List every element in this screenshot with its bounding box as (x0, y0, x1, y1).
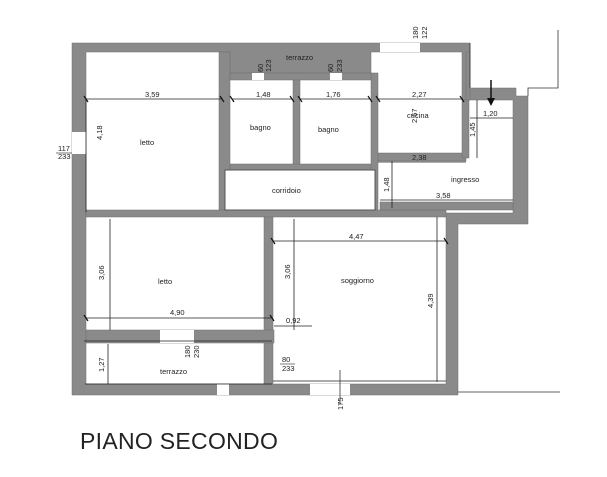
dim-bottom-win2-b: 233 (282, 364, 295, 373)
dim-bagno1-w: 1,48 (256, 90, 271, 99)
wall-top-terrace-bottom (229, 72, 373, 81)
dim-ingresso-w1: 2,38 (412, 153, 427, 162)
wall-corridor-bottom (85, 209, 447, 218)
dim-gap-w: 0,92 (286, 316, 301, 325)
room-label-bagno-1: bagno (250, 123, 271, 132)
room-label-letto-1: letto (140, 138, 154, 147)
dim-entry-w: 1,20 (483, 109, 498, 118)
dim-soggiorno-h: 3,06 (283, 264, 292, 279)
dim-top-win3-a: 180 (411, 26, 420, 39)
exterior-line-right (527, 30, 559, 96)
wall-bagno-bottom (229, 163, 374, 171)
dim-terrazzo-h: 1,27 (97, 357, 106, 372)
room-label-terrazzo-bottom: terrazzo (160, 367, 187, 376)
window-cucina-top (380, 43, 420, 52)
wall-cucina-right (461, 99, 470, 159)
dim-side-window-a: 117 (58, 144, 70, 153)
dim-side-window-b: 233 (58, 152, 71, 161)
wall-ingresso-bottom (379, 201, 514, 211)
room-label-cucina: cucina (407, 111, 430, 120)
door-terrazzo (160, 330, 194, 343)
dim-bottom-win1-a: 180 (183, 345, 192, 358)
corridor-outline (224, 169, 376, 211)
dim-top-win2-b: 233 (335, 59, 344, 72)
room-label-bagno-2: bagno (318, 125, 339, 134)
dim-bottom-win1-b: 230 (192, 345, 201, 358)
dim-top-win1-b: 123 (264, 59, 273, 72)
wall-soggiorno-left-lower (263, 342, 274, 385)
dim-soggiorno-w: 4,47 (349, 232, 364, 241)
wall-letto2-right (263, 216, 274, 333)
wall-bagno-divider (292, 79, 301, 169)
window-bottom-left (217, 384, 229, 395)
window-bottom-mid (310, 384, 350, 395)
dim-cucina-w: 2,27 (412, 90, 427, 99)
dim-bagno2-w: 1,76 (326, 90, 341, 99)
entry-arrow-head (487, 98, 495, 106)
dim-top-win2-a: 60 (326, 64, 335, 72)
dim-ingresso-w2: 3,58 (436, 191, 451, 200)
dim-bottom-win3: 175 (336, 397, 345, 410)
dim-top-win3-b: 122 (420, 26, 429, 39)
dim-letto2-h: 3,06 (97, 265, 106, 280)
wall-top-right-block (465, 51, 471, 101)
window-bagno1-top (252, 73, 264, 80)
dim-bottom-win2-a: 80 (282, 355, 290, 364)
floor-title: PIANO SECONDO (80, 428, 279, 454)
window-bagno2-top (330, 73, 342, 80)
dim-entry-h: 1,45 (468, 122, 477, 137)
room-label-soggiorno: soggiorno (341, 276, 374, 285)
room-label-ingresso: ingresso (451, 175, 479, 184)
dim-letto1-w: 3,59 (145, 90, 160, 99)
room-label-terrazzo-top: terrazzo (286, 53, 313, 62)
room-label-letto-2: letto (158, 277, 172, 286)
dim-top-win1-a: 60 (256, 64, 265, 72)
dim-soggiorno-h2: 4,39 (426, 293, 435, 308)
room-label-corridoio: corridoio (272, 186, 301, 195)
dim-letto2-w: 4,90 (170, 308, 185, 317)
window-letto1-side (72, 132, 86, 154)
dim-ingresso-h: 1,48 (382, 177, 391, 192)
dim-letto1-h: 4,18 (95, 125, 104, 140)
dim-cucina-h: 2,57 (410, 108, 419, 123)
